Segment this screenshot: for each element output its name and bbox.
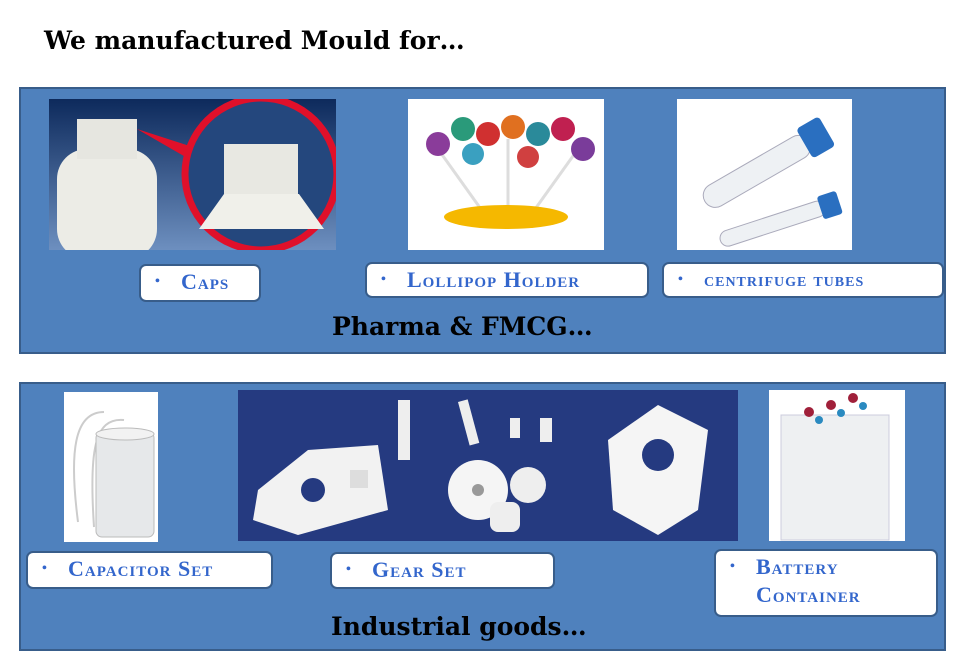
label-text: Caps [181, 269, 230, 294]
battery-container-photo [769, 390, 905, 541]
bottle-cap-photo [49, 99, 336, 250]
gear-set-photo [238, 390, 738, 541]
slide-title: We manufactured Mould for… [44, 26, 465, 55]
bullet: • [730, 559, 736, 574]
bullet: • [381, 272, 387, 287]
lollipop-holder-label: • Lollipop Holder [365, 262, 649, 298]
capacitor-photo [64, 392, 158, 542]
label-text-line2: Container [756, 582, 861, 607]
gear-set-label: • Gear Set [330, 552, 555, 589]
label-text: Battery [756, 554, 839, 579]
centrifuge-tubes-label: • centrifuge tubes [662, 262, 944, 298]
pharma-fmcg-heading: Pharma & FMCG… [332, 312, 593, 341]
caps-label: • Caps [139, 264, 261, 302]
bullet: • [42, 561, 48, 576]
label-text: Lollipop Holder [407, 267, 581, 292]
label-text: centrifuge tubes [704, 269, 865, 291]
bullet: • [155, 274, 161, 289]
capacitor-set-label: • Capacitor Set [26, 551, 273, 589]
label-text: Capacitor Set [68, 556, 214, 581]
centrifuge-tubes-photo [677, 99, 852, 250]
industrial-goods-heading: Industrial goods… [331, 612, 587, 641]
bullet: • [346, 562, 352, 577]
lollipop-holder-photo [408, 99, 604, 250]
label-text: Gear Set [372, 557, 467, 582]
bullet: • [678, 272, 684, 287]
